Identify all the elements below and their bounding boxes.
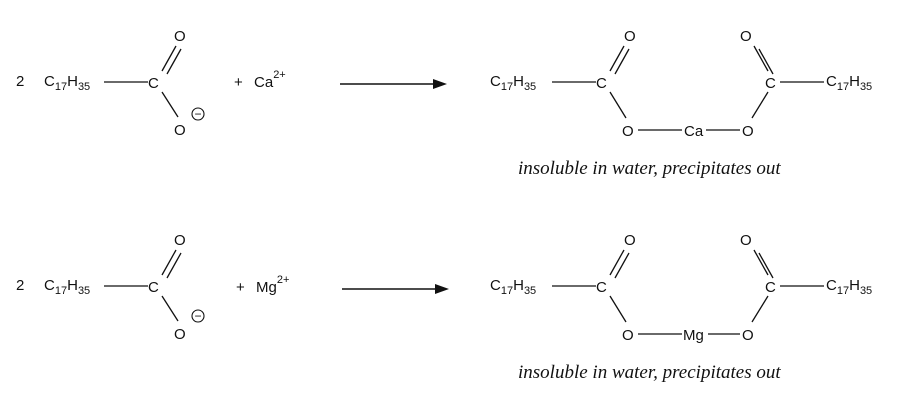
left-oxygen-atom: O [622, 123, 634, 140]
product-right-chain-label: C17H35 [826, 277, 872, 297]
left-oxygen-double-atom: O [624, 28, 636, 45]
left-double-bond-b [614, 252, 630, 279]
right-double-bond-a [753, 45, 769, 72]
right-carbon-atom: C [765, 75, 776, 92]
right-double-bond-b [758, 48, 774, 75]
oxygen-single-atom: O [174, 326, 186, 343]
double-bond-b [166, 48, 182, 75]
arrowhead-icon [435, 284, 449, 294]
negative-charge-icon [191, 309, 205, 323]
right-carbon-atom: C [765, 279, 776, 296]
reaction-calcium: 2 C17H35 C O O − + Ca2+ C17H35 C [16, 28, 872, 179]
right-bond-oxygen-carbon [751, 91, 769, 119]
reactant-carboxylate-2: 2 C17H35 C O O − [16, 232, 205, 343]
product-left-chain-label: C17H35 [490, 277, 536, 297]
reaction-magnesium: 2 C17H35 C O O − + Mg2+ C17H35 C [16, 232, 872, 383]
arrowhead-icon [433, 79, 447, 89]
oxygen-single-atom: O [174, 122, 186, 139]
calcium-ion: + Ca2+ [234, 69, 286, 91]
left-carbon-atom: C [596, 279, 607, 296]
coefficient-label: 2 [16, 277, 24, 294]
oxygen-double-atom: O [174, 232, 186, 249]
plus-sign: + [234, 74, 243, 91]
oxygen-double-atom: O [174, 28, 186, 45]
carbon-atom: C [148, 75, 159, 92]
stearyl-group-label: C17H35 [44, 73, 90, 93]
magnesium-ion: + Mg2+ [236, 274, 289, 296]
metal-atom-magnesium: Mg [683, 327, 704, 344]
negative-charge-sign: − [194, 107, 201, 121]
product-calcium-stearate: C17H35 C O O Ca O C O C17H35 [490, 28, 872, 140]
reaction-arrow-1 [340, 79, 447, 89]
left-bond-carbon-oxygen [609, 295, 627, 323]
reaction-arrow-2 [342, 284, 449, 294]
double-bond-b [166, 252, 182, 279]
left-double-bond-a [609, 249, 625, 276]
right-oxygen-atom: O [742, 327, 754, 344]
product-left-chain-label: C17H35 [490, 73, 536, 93]
right-oxygen-double-atom: O [740, 232, 752, 249]
left-double-bond-a [609, 45, 625, 72]
right-oxygen-atom: O [742, 123, 754, 140]
left-bond-carbon-oxygen [609, 91, 627, 119]
coefficient-label: 2 [16, 73, 24, 90]
product-right-chain-label: C17H35 [826, 73, 872, 93]
plus-sign: + [236, 279, 245, 296]
left-oxygen-atom: O [622, 327, 634, 344]
carbon-atom: C [148, 279, 159, 296]
single-bond-oxygen [161, 295, 179, 322]
stearyl-group-label: C17H35 [44, 277, 90, 297]
solubility-note-magnesium: insoluble in water, precipitates out [518, 362, 781, 383]
single-bond-oxygen [161, 91, 179, 118]
negative-charge-icon [191, 107, 205, 121]
right-oxygen-double-atom: O [740, 28, 752, 45]
negative-charge-sign: − [194, 309, 201, 323]
left-carbon-atom: C [596, 75, 607, 92]
calcium-ion-label: Ca2+ [254, 69, 286, 91]
product-magnesium-stearate: C17H35 C O O Mg O C O C17H35 [490, 232, 872, 344]
right-bond-oxygen-carbon [751, 295, 769, 323]
reactant-carboxylate-1: 2 C17H35 C O O − [16, 28, 205, 139]
metal-atom-calcium: Ca [684, 123, 704, 140]
left-oxygen-double-atom: O [624, 232, 636, 249]
solubility-note-calcium: insoluble in water, precipitates out [518, 158, 781, 179]
left-double-bond-b [614, 48, 630, 75]
right-double-bond-b [758, 252, 774, 279]
double-bond-a [161, 45, 177, 72]
right-double-bond-a [753, 249, 769, 276]
magnesium-ion-label: Mg2+ [256, 274, 289, 296]
double-bond-a [161, 249, 177, 276]
